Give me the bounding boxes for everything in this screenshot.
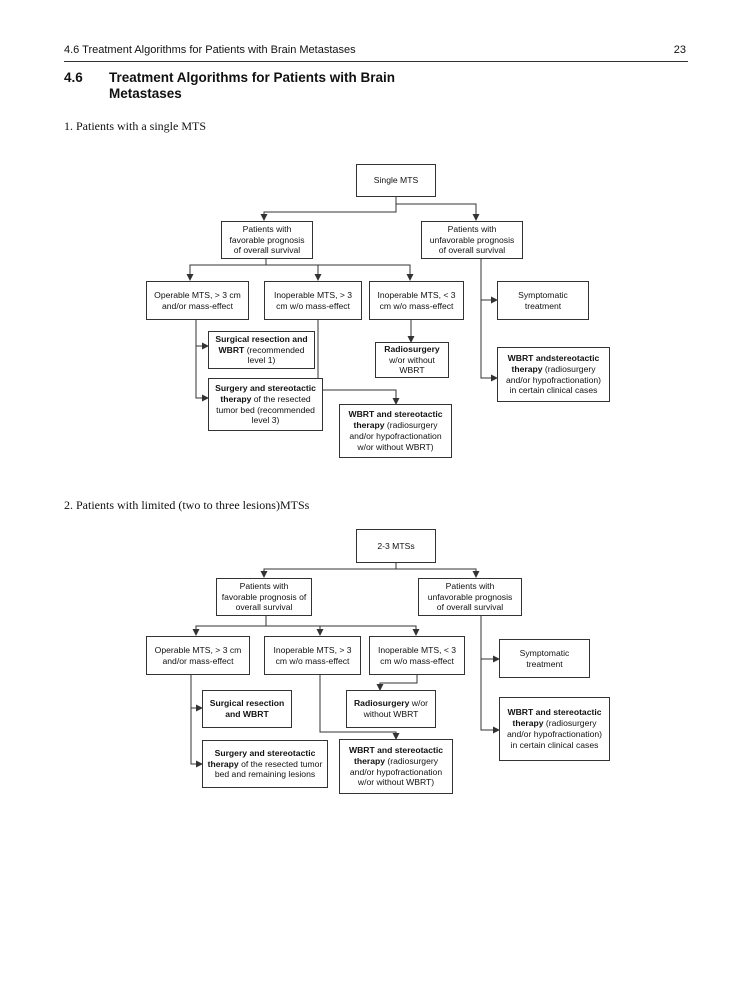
d1-surgical-resection-rest: (recommended level 1) bbox=[246, 344, 305, 366]
d2-unfavorable-box: Patients with unfavorable prognosis of o… bbox=[418, 578, 522, 616]
d2-inoperable-gt3-text: Inoperable MTS, > 3 cm w/o mass-effect bbox=[273, 644, 352, 666]
d1-wbrt-stereo-text: WBRT and stereotactic therapy (radiosurg… bbox=[344, 409, 447, 452]
d1-operable-text: Operable MTS, > 3 cm and/or mass-effect bbox=[154, 289, 241, 311]
d1-wbrt-and-stereo-text: WBRT andstereotactic therapy (radiosurge… bbox=[502, 353, 605, 396]
d2-operable-box: Operable MTS, > 3 cm and/or mass-effect bbox=[146, 636, 250, 675]
section-title: Treatment Algorithms for Patients with B… bbox=[109, 70, 396, 101]
d1-surgery-stereo-bold: Surgery and stereotactic therapy bbox=[215, 382, 316, 404]
d2-root-box: 2-3 MTSs bbox=[356, 529, 436, 563]
d2-surgery-stereo-bold: Surgery and stereotactic therapy bbox=[207, 747, 316, 769]
d1-unfavorable-text: Patients with unfavorable prognosis of o… bbox=[429, 223, 515, 256]
d2-inoperable-lt3-box: Inoperable MTS, < 3 cm w/o mass-effect bbox=[369, 636, 465, 675]
d2-surgery-stereo-box: Surgery and stereotactic therapy of the … bbox=[202, 740, 328, 788]
d1-root-text: Single MTS bbox=[373, 175, 419, 186]
diagram1-label: 1. Patients with a single MTS bbox=[64, 119, 206, 133]
d1-inoperable-lt3-box: Inoperable MTS, < 3 cm w/o mass-effect bbox=[369, 281, 464, 320]
d1-radiosurgery-rest: w/or without WBRT bbox=[389, 354, 435, 376]
d2-root-text: 2-3 MTSs bbox=[377, 540, 415, 551]
d1-surgical-resection-bold: Surgical resection and WBRT bbox=[215, 333, 308, 355]
d2-unfavorable-text: Patients with unfavorable prognosis of o… bbox=[427, 580, 513, 613]
section-number: 4.6 bbox=[64, 70, 83, 85]
d2-wbrt-and-stereo-box: WBRT and stereotactic therapy (radiosurg… bbox=[499, 697, 610, 761]
d1-root-box: Single MTS bbox=[356, 164, 436, 197]
d2-surgery-stereo-text: Surgery and stereotactic therapy of the … bbox=[207, 748, 323, 780]
header-rule bbox=[64, 61, 688, 62]
d2-wbrt-and-stereo-text: WBRT and stereotactic therapy (radiosurg… bbox=[504, 707, 605, 750]
d2-surgery-stereo-rest: of the resected tumor bed and remaining … bbox=[214, 758, 323, 780]
d2-symptomatic-box: Symptomatic treatment bbox=[499, 639, 590, 678]
d2-surgical-resection-text: Surgical resection and WBRT bbox=[207, 698, 287, 720]
d1-favorable-text: Patients with favorable prognosis of ove… bbox=[229, 223, 305, 256]
d1-surgery-stereo-text: Surgery and stereotactic therapy of the … bbox=[213, 383, 318, 426]
running-head: 4.6 Treatment Algorithms for Patients wi… bbox=[64, 44, 356, 56]
d1-inoperable-lt3-text: Inoperable MTS, < 3 cm w/o mass-effect bbox=[377, 289, 456, 311]
d1-surgery-stereo-rest: of the resected tumor bed (recommended l… bbox=[216, 393, 315, 426]
d2-wbrt-stereo-text: WBRT and stereotactic therapy (radiosurg… bbox=[344, 745, 448, 788]
d1-radiosurgery-text: Radiosurgery w/or without WBRT bbox=[380, 344, 444, 376]
d2-inoperable-lt3-text: Inoperable MTS, < 3 cm w/o mass-effect bbox=[377, 644, 457, 666]
d2-surgical-resection-bold: Surgical resection and WBRT bbox=[209, 698, 285, 719]
d2-radiosurgery-rest: w/or without WBRT bbox=[363, 698, 429, 719]
d1-wbrt-stereo-bold: WBRT and stereotactic therapy bbox=[348, 409, 443, 431]
d1-inoperable-gt3-text: Inoperable MTS, > 3 cm w/o mass-effect bbox=[273, 289, 353, 311]
d1-surgical-resection-text: Surgical resection and WBRT (recommended… bbox=[213, 334, 310, 366]
d1-operable-box: Operable MTS, > 3 cm and/or mass-effect bbox=[146, 281, 249, 320]
d2-surgical-resection-box: Surgical resection and WBRT bbox=[202, 690, 292, 728]
d2-radiosurgery-box: Radiosurgery w/or without WBRT bbox=[346, 690, 436, 728]
d1-surgical-resection-box: Surgical resection and WBRT (recommended… bbox=[208, 331, 315, 369]
d2-wbrt-stereo-bold: WBRT and stereotactic therapy bbox=[348, 744, 444, 766]
d1-radiosurgery-box: Radiosurgery w/or without WBRT bbox=[375, 342, 449, 378]
diagram2-label: 2. Patients with limited (two to three l… bbox=[64, 498, 310, 512]
d1-wbrt-and-stereo-box: WBRT andstereotactic therapy (radiosurge… bbox=[497, 347, 610, 402]
d2-operable-text: Operable MTS, > 3 cm and/or mass-effect bbox=[154, 644, 242, 666]
d1-radiosurgery-bold: Radiosurgery bbox=[384, 343, 440, 354]
d1-inoperable-gt3-box: Inoperable MTS, > 3 cm w/o mass-effect bbox=[264, 281, 362, 320]
d2-wbrt-stereo-rest: (radiosurgery and/or hypofractionation w… bbox=[349, 755, 443, 788]
d2-radiosurgery-bold: Radiosurgery bbox=[353, 698, 410, 709]
d2-inoperable-gt3-box: Inoperable MTS, > 3 cm w/o mass-effect bbox=[264, 636, 361, 675]
d2-wbrt-and-stereo-bold: WBRT and stereotactic therapy bbox=[507, 707, 602, 729]
d1-symptomatic-text: Symptomatic treatment bbox=[518, 289, 568, 311]
page-number: 23 bbox=[673, 44, 686, 56]
d1-surgery-stereo-box: Surgery and stereotactic therapy of the … bbox=[208, 378, 323, 431]
d1-wbrt-and-stereo-bold: WBRT andstereotactic therapy bbox=[507, 352, 600, 374]
d1-wbrt-and-stereo-rest: (radiosurgery and/or hypofractionation) … bbox=[505, 363, 602, 396]
d2-symptomatic-text: Symptomatic treatment bbox=[519, 647, 570, 669]
d2-wbrt-stereo-box: WBRT and stereotactic therapy (radiosurg… bbox=[339, 739, 453, 794]
d2-wbrt-and-stereo-rest: (radiosurgery and/or hypofractionation) … bbox=[506, 718, 603, 750]
d1-unfavorable-box: Patients with unfavorable prognosis of o… bbox=[421, 221, 523, 259]
d1-wbrt-stereo-box: WBRT and stereotactic therapy (radiosurg… bbox=[339, 404, 452, 458]
d1-wbrt-stereo-rest: (radiosurgery and/or hypofractionation w… bbox=[349, 420, 442, 452]
d2-favorable-text: Patients with favorable prognosis of ove… bbox=[221, 580, 307, 613]
d1-favorable-box: Patients with favorable prognosis of ove… bbox=[221, 221, 313, 259]
d2-radiosurgery-text: Radiosurgery w/or without WBRT bbox=[351, 698, 431, 720]
d2-favorable-box: Patients with favorable prognosis of ove… bbox=[216, 578, 312, 616]
d1-symptomatic-box: Symptomatic treatment bbox=[497, 281, 589, 320]
